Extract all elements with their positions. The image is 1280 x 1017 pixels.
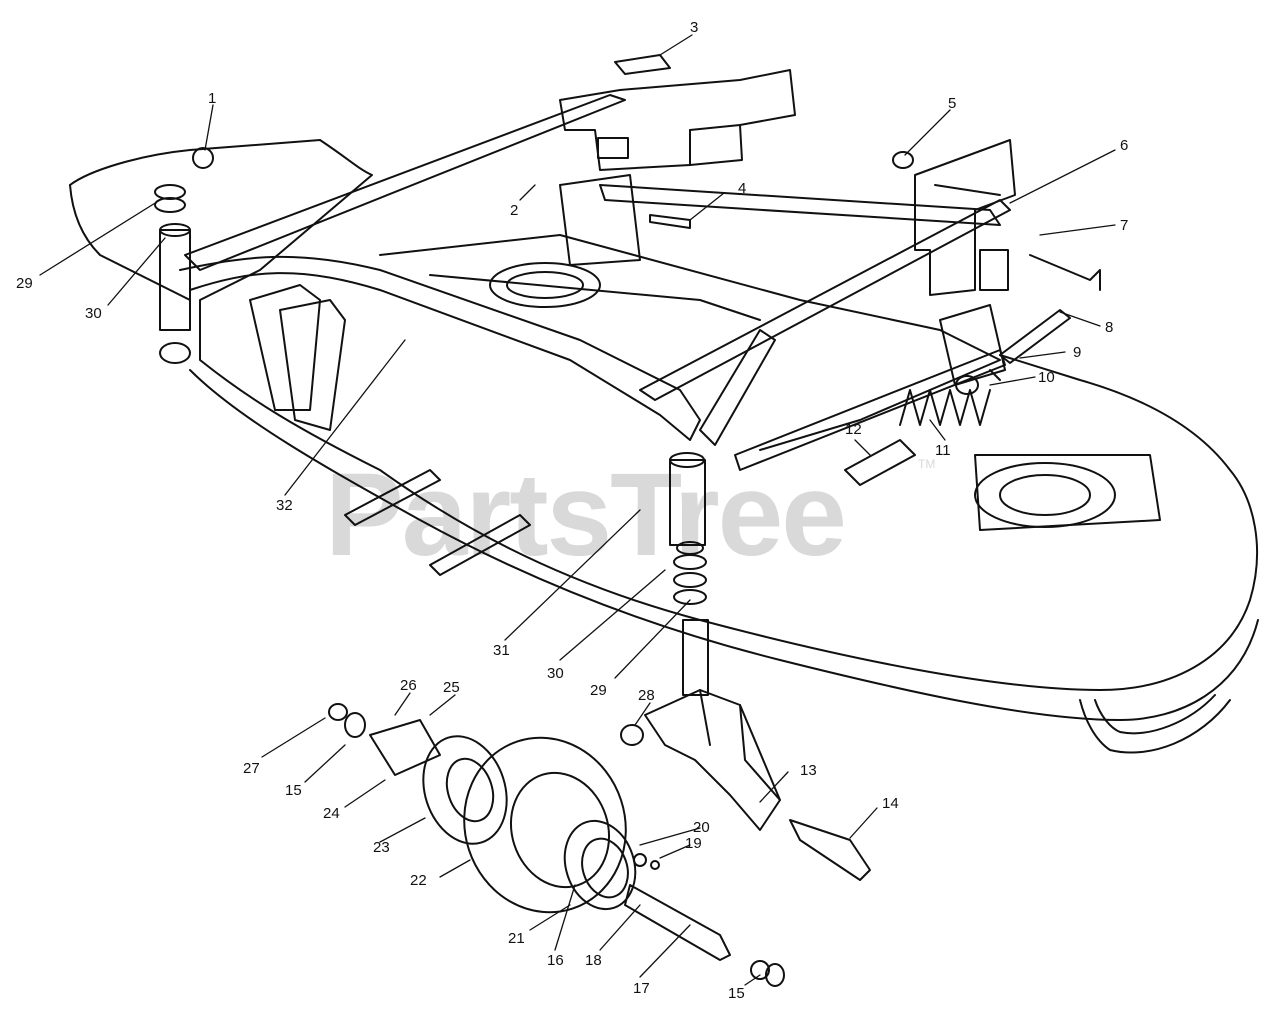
label-5: 5	[948, 95, 956, 112]
rear-hitch	[559, 69, 796, 171]
frame-front-bar	[179, 255, 701, 441]
label-15b: 15	[728, 985, 745, 1002]
label-9: 9	[1073, 344, 1081, 361]
frame-cross-bar	[599, 184, 1001, 226]
label-1: 1	[208, 90, 216, 107]
caster-fork	[644, 689, 781, 831]
watermark: PartsTree	[325, 449, 845, 581]
label-29a: 29	[16, 275, 33, 292]
part-labels: 1 2 3 4 5 6 7 8 9 10 11 12 13 14 15 15 1…	[16, 19, 1128, 1002]
label-10: 10	[1038, 369, 1055, 386]
wheel-hub	[422, 735, 508, 845]
spacer-tube	[624, 884, 731, 961]
label-30a: 30	[85, 305, 102, 322]
label-11: 11	[935, 442, 951, 459]
deck-plate	[379, 234, 1001, 451]
label-26: 26	[400, 677, 417, 694]
label-17: 17	[633, 980, 650, 997]
caster-stem	[682, 619, 709, 696]
frame-right-bar	[639, 199, 1011, 401]
label-12: 12	[845, 421, 862, 438]
label-2: 2	[510, 202, 518, 219]
label-14: 14	[882, 795, 899, 812]
label-13: 13	[800, 762, 817, 779]
deck-left-edge	[69, 184, 191, 301]
label-30b: 30	[547, 665, 564, 682]
deck-rail-inner	[1094, 694, 1216, 735]
spindle-left	[489, 262, 601, 308]
label-31: 31	[493, 642, 510, 659]
axle-bolt	[789, 819, 871, 881]
label-27: 27	[243, 760, 260, 777]
label-25: 25	[443, 679, 460, 696]
label-8: 8	[1105, 319, 1113, 336]
label-7: 7	[1120, 217, 1128, 234]
spacer-12	[844, 439, 916, 486]
spring	[899, 389, 991, 426]
wheel-rim	[563, 819, 637, 911]
bearing-housing	[369, 719, 441, 776]
label-24: 24	[323, 805, 340, 822]
deck-skirt	[189, 369, 1259, 721]
label-23: 23	[373, 839, 390, 856]
lift-link	[1029, 254, 1101, 291]
deck-rail	[1079, 699, 1231, 754]
wheel-tire	[463, 736, 627, 914]
left-pivot-tube	[159, 229, 191, 331]
deck-housing	[69, 139, 1259, 691]
label-21: 21	[508, 930, 525, 947]
label-18: 18	[585, 952, 602, 969]
hairpin	[192, 147, 214, 169]
label-19: 19	[685, 835, 702, 852]
label-6: 6	[1120, 137, 1128, 154]
spindle-right	[974, 462, 1116, 528]
label-3: 3	[690, 19, 698, 36]
label-22: 22	[410, 872, 427, 889]
frame-diagonal	[699, 329, 776, 446]
label-32: 32	[276, 497, 293, 514]
label-20: 20	[693, 819, 710, 836]
tread-plate	[614, 54, 671, 75]
label-28: 28	[638, 687, 655, 704]
watermark-tm: TM	[918, 457, 935, 471]
front-pivot-tube	[669, 459, 706, 546]
adjust-rod	[999, 309, 1071, 364]
label-16: 16	[547, 952, 564, 969]
label-4: 4	[738, 180, 746, 197]
leader-lines	[39, 34, 1116, 986]
label-15a: 15	[285, 782, 302, 799]
lift-bracket	[914, 139, 1016, 296]
deck-plate-front	[429, 274, 761, 321]
frame-left-bar	[184, 94, 626, 271]
label-29b: 29	[590, 682, 607, 699]
